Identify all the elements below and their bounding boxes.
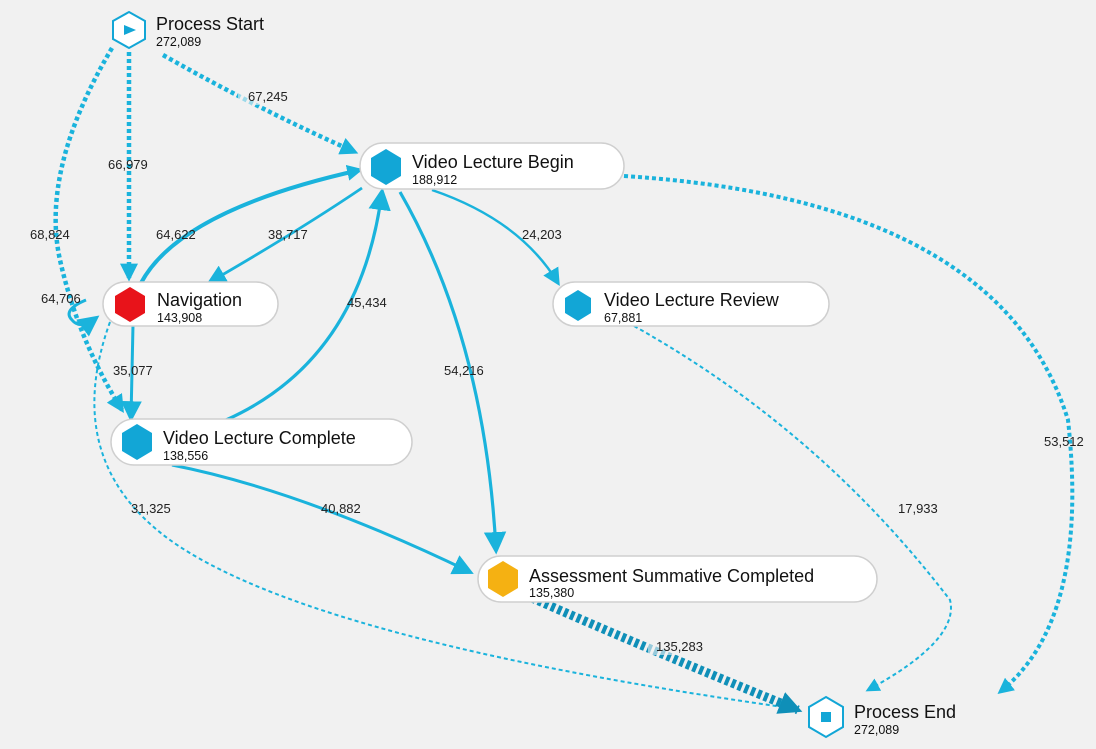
node-name: Video Lecture Complete [163,428,356,448]
edge-label-vlr-end: 17,933 [898,501,938,516]
edge-label-start-vlc: 68,824 [30,227,70,242]
node-count: 272,089 [854,723,899,737]
node-video-lecture-complete[interactable]: Video Lecture Complete 138,556 [110,418,413,466]
blue-hexagon-icon [371,149,401,185]
edge-vlb-end[interactable]: 53,512 [623,174,1084,695]
node-process-end[interactable]: Process End 272,089 [808,695,956,739]
node-assessment-summative-completed[interactable]: Assessment Summative Completed 135,380 [477,555,878,603]
edge-label-nav-end: 31,325 [131,501,171,516]
red-hexagon-icon [115,287,145,322]
node-count: 143,908 [157,311,202,325]
node-count: 67,881 [604,311,642,325]
edge-asc-end[interactable]: 135,283 [530,593,803,715]
node-process-start[interactable]: Process Start 272,089 [112,10,264,50]
edge-vlb-vlr[interactable]: 24,203 [431,188,562,286]
edge-label-vlb-vlr: 24,203 [522,227,562,242]
edge-nav-loop[interactable]: 64,706 [41,291,100,337]
edge-vlr-end[interactable]: 17,933 [633,325,952,692]
blue-hexagon-icon [122,424,152,460]
blue-hexagon-icon [565,290,591,321]
stop-hexagon-icon [808,695,844,739]
edge-label-nav-vlc: 35,077 [113,363,153,378]
edge-label-vlb-end: 53,512 [1044,434,1084,449]
node-name: Video Lecture Begin [412,152,574,172]
node-video-lecture-begin[interactable]: Video Lecture Begin 188,912 [359,142,625,190]
node-name: Navigation [157,290,242,310]
edge-vlc-vlb[interactable]: 45,434 [225,187,391,422]
edge-vlc-asc[interactable]: 40,882 [171,463,474,575]
orange-hexagon-icon [488,561,518,597]
edge-nav-vlb[interactable]: 64,622 [139,164,364,284]
node-video-lecture-review[interactable]: Video Lecture Review 67,881 [552,281,830,327]
edge-vlb-asc[interactable]: 54,216 [398,191,507,555]
node-name: Process Start [156,14,264,34]
edge-label-start-vlb: 67,245 [248,89,288,104]
edge-nav-end[interactable]: 31,325 [93,321,793,714]
edge-label-nav-loop: 64,706 [41,291,81,306]
node-count: 272,089 [156,35,201,49]
node-name: Process End [854,702,956,722]
edge-label-vlb-nav: 38,717 [268,227,308,242]
edges: 67,245 66,979 68,824 64,622 38,717 64,70… [30,46,1084,715]
edge-label-vlb-asc: 54,216 [444,363,484,378]
edge-start-nav[interactable]: 66,979 [108,52,148,282]
edge-start-vlb[interactable]: 67,245 [161,53,359,155]
node-navigation[interactable]: Navigation 143,908 [102,281,279,327]
edge-vlb-nav[interactable]: 38,717 [206,186,363,284]
edge-label-nav-vlb: 64,622 [156,227,196,242]
node-count: 138,556 [163,449,208,463]
edge-label-vlc-asc: 40,882 [321,501,361,516]
edge-label-vlc-vlb: 45,434 [347,295,387,310]
nodes: Process Start 272,089 Video Lecture Begi… [102,10,956,739]
play-hexagon-icon [112,10,146,50]
node-count: 135,380 [529,586,574,600]
node-count: 188,912 [412,173,457,187]
node-name: Assessment Summative Completed [529,566,814,586]
node-name: Video Lecture Review [604,290,780,310]
edge-nav-vlc[interactable]: 35,077 [113,324,153,423]
edge-start-vlc[interactable]: 68,824 [30,46,124,414]
edge-label-asc-end: 135,283 [656,639,703,654]
edge-label-start-nav: 66,979 [108,157,148,172]
